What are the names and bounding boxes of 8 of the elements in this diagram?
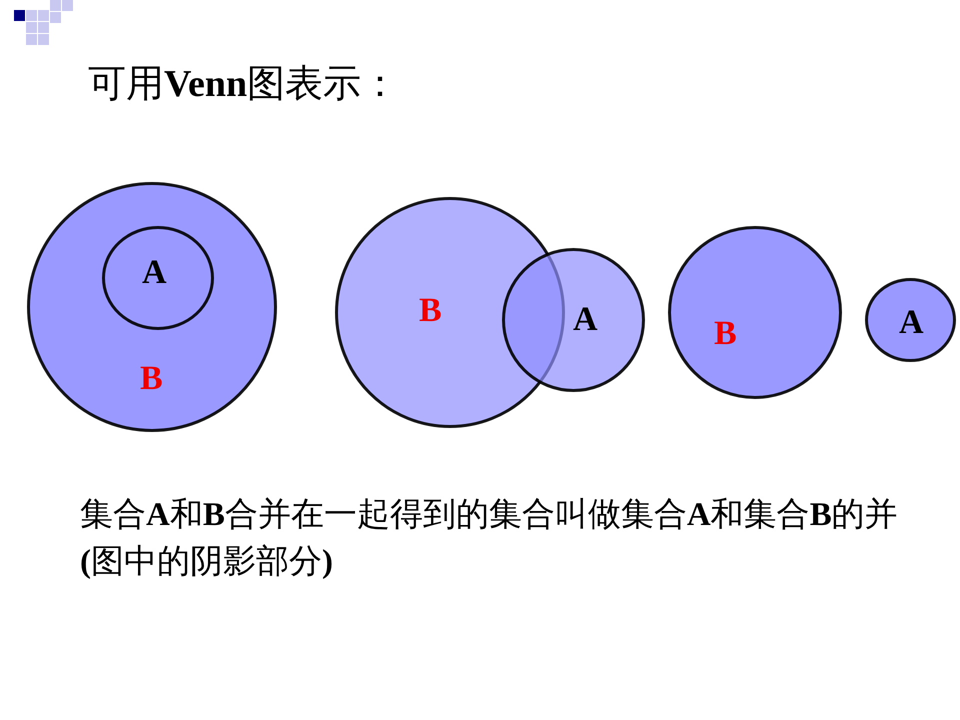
set-label: A <box>573 303 598 337</box>
set-label: B <box>714 317 737 351</box>
set-label: B <box>140 362 163 396</box>
set-label: B <box>419 294 442 328</box>
explanation-text: 集合A和B合并在一起得到的集合叫做集合A和集合B的并(图中的阴影部分) <box>80 496 899 582</box>
set-label: A <box>142 256 167 290</box>
slide-title: 可用Venn图表示： <box>88 62 400 107</box>
set-label: A <box>899 306 924 340</box>
